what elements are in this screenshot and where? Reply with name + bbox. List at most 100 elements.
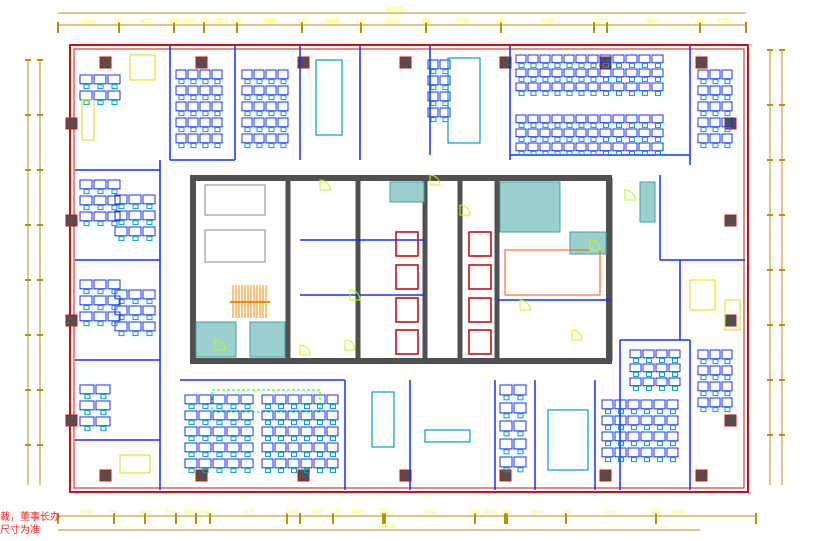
chair	[190, 143, 197, 149]
desk	[627, 431, 640, 442]
chair	[590, 150, 597, 156]
chair	[700, 79, 707, 85]
desk	[721, 85, 733, 96]
conference-table	[447, 57, 481, 144]
chair	[517, 467, 524, 473]
chair	[646, 357, 652, 363]
chair	[244, 143, 251, 149]
desk	[128, 226, 142, 237]
chair	[442, 85, 449, 91]
chair	[712, 79, 719, 85]
desk	[187, 85, 199, 96]
chair	[291, 436, 297, 442]
desk	[697, 85, 709, 96]
structural-column	[399, 469, 412, 482]
desk	[187, 69, 199, 80]
structural-column	[499, 56, 512, 69]
chair	[633, 385, 639, 391]
chair	[659, 385, 665, 391]
desk	[198, 442, 212, 453]
chair	[132, 220, 139, 226]
chair	[202, 468, 209, 474]
chair	[712, 391, 719, 397]
chair	[618, 457, 624, 463]
desk	[226, 394, 240, 405]
structural-column	[724, 314, 737, 327]
desk	[107, 179, 121, 190]
chair	[657, 457, 663, 463]
chair	[724, 95, 731, 101]
chair	[111, 289, 118, 295]
chair	[712, 111, 719, 117]
dimension-label: 5165	[325, 19, 339, 25]
desk	[287, 442, 300, 453]
chair	[100, 410, 107, 416]
chair	[202, 111, 209, 117]
desk	[198, 458, 212, 469]
chair	[542, 90, 549, 96]
desk	[601, 399, 614, 410]
chair	[644, 457, 650, 463]
desk	[601, 415, 614, 426]
desk	[499, 456, 513, 468]
desk	[721, 69, 733, 80]
chair	[304, 436, 310, 442]
chair	[430, 85, 437, 91]
chair	[646, 385, 652, 391]
desk	[587, 114, 599, 124]
chair	[518, 76, 525, 82]
chair	[83, 321, 90, 327]
chair	[657, 425, 663, 431]
chair	[670, 409, 676, 415]
desk	[198, 394, 212, 405]
chair	[244, 420, 251, 426]
chair	[657, 409, 663, 415]
chair	[268, 95, 275, 101]
desk	[142, 210, 156, 221]
desk	[651, 54, 664, 64]
desk	[697, 397, 709, 408]
chair	[268, 111, 275, 117]
dimension-label: 150	[108, 510, 119, 516]
desk	[563, 128, 575, 138]
desk	[539, 114, 551, 124]
chair	[132, 315, 139, 321]
chair	[517, 431, 524, 437]
chair	[202, 452, 209, 458]
desk	[277, 133, 289, 144]
desk	[199, 85, 211, 96]
desk	[539, 82, 551, 92]
desk	[709, 85, 721, 96]
chair	[503, 449, 510, 455]
dimension-label: 5730	[456, 19, 470, 25]
desk	[261, 426, 274, 437]
desk	[721, 349, 733, 360]
elevator-car	[468, 297, 492, 323]
desk	[612, 142, 625, 152]
chair	[330, 436, 336, 442]
desk	[274, 458, 287, 469]
chair	[118, 299, 125, 305]
chair	[603, 136, 609, 142]
desk	[114, 305, 128, 316]
chair	[590, 62, 597, 68]
chair	[616, 122, 622, 128]
desk	[575, 128, 587, 138]
desk	[265, 101, 277, 112]
desk	[95, 400, 111, 411]
chair	[442, 101, 449, 107]
dimension-label: 5050	[79, 510, 93, 516]
desk	[212, 410, 226, 421]
desk	[653, 399, 666, 410]
dimension-label: 100	[114, 19, 125, 25]
chair	[317, 436, 323, 442]
desk	[599, 142, 612, 152]
chair	[146, 299, 153, 305]
hatched-shaft	[499, 181, 561, 233]
dimension-label: 4610	[139, 19, 153, 25]
hatched-shaft	[389, 181, 425, 203]
desk	[277, 101, 289, 112]
chair	[216, 452, 223, 458]
structural-column	[195, 469, 208, 482]
